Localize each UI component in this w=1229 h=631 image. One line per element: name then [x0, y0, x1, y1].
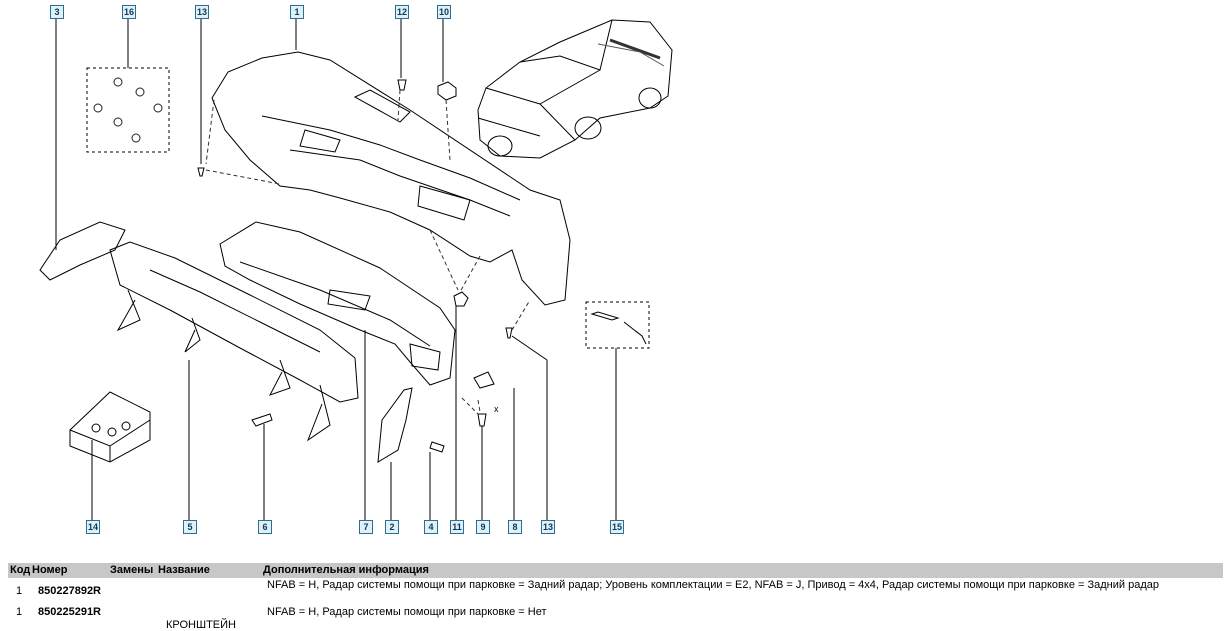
header-name: Название — [158, 564, 210, 576]
fastener-4 — [429, 441, 445, 453]
callout-4: 4 — [424, 520, 438, 534]
fastener-11 — [453, 291, 469, 307]
bracket-part — [377, 387, 413, 463]
sensor-part — [590, 311, 647, 345]
clips-set-part — [93, 77, 163, 143]
header-code: Код — [10, 564, 31, 576]
table-row[interactable]: 1 850227892R NFAB = H, Радар системы пом… — [8, 579, 1223, 605]
car-illustration — [477, 19, 673, 159]
fastener-12 — [397, 79, 407, 91]
callout-3: 3 — [50, 5, 64, 19]
callout-15: 15 — [610, 520, 624, 534]
callout-11: 11 — [450, 520, 464, 534]
fastener-13b — [505, 327, 513, 339]
rear-bumper-part — [211, 51, 571, 306]
callout-8: 8 — [508, 520, 522, 534]
table-header: Код Номер Замены Название Дополнительная… — [8, 563, 1223, 578]
callout-14: 14 — [86, 520, 100, 534]
fastener-kit-box — [69, 391, 151, 463]
reinforcement-beam-part — [109, 241, 359, 442]
clips-group-box — [86, 67, 170, 153]
callout-12: 12 — [395, 5, 409, 19]
callout-13: 13 — [195, 5, 209, 19]
row-name: КРОНШТЕЙН — [166, 619, 236, 631]
fastener-8 — [473, 371, 495, 389]
callout-16: 16 — [122, 5, 136, 19]
left-bracket-part — [39, 221, 126, 281]
callout-6: 6 — [258, 520, 272, 534]
header-info: Дополнительная информация — [263, 564, 429, 576]
callout-7: 7 — [359, 520, 373, 534]
fastener-13a — [197, 167, 205, 177]
callout-10: 10 — [437, 5, 451, 19]
fastener-10 — [437, 81, 457, 101]
row-qty: 1 — [16, 606, 23, 618]
callout-13b: 13 — [541, 520, 555, 534]
sensor-group-box — [585, 301, 650, 349]
row-part-number[interactable]: 850227892R — [38, 585, 102, 597]
table-row[interactable]: 1 850225291R NFAB = H, Радар системы пом… — [8, 605, 1223, 631]
row-info: NFAB = H, Радар системы помощи при парко… — [267, 606, 547, 618]
header-number: Номер — [32, 564, 68, 576]
callout-2: 2 — [385, 520, 399, 534]
fastener-6 — [251, 413, 273, 427]
row-part-number[interactable]: 850225291R — [38, 606, 102, 618]
callout-1: 1 — [290, 5, 304, 19]
fastener-9 — [477, 413, 487, 427]
row-info: NFAB = H, Радар системы помощи при парко… — [267, 579, 1159, 591]
row-qty: 1 — [16, 585, 23, 597]
callout-5: 5 — [183, 520, 197, 534]
header-replacements: Замены — [110, 564, 154, 576]
callout-9: 9 — [476, 520, 490, 534]
x-mark: x — [494, 404, 499, 414]
parts-diagram: x — [39, 17, 673, 520]
lower-diffuser-part — [219, 221, 456, 386]
